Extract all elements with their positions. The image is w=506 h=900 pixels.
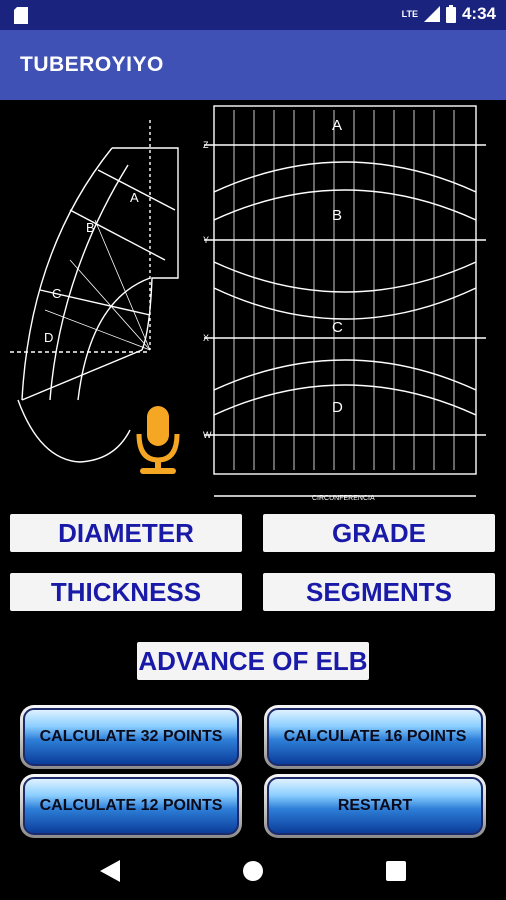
- restart-label: RESTART: [267, 777, 483, 835]
- elbow-label-c: C: [52, 286, 61, 301]
- segment-label-a: A: [332, 117, 342, 134]
- app-bar: TUBEROYIYO: [0, 30, 506, 100]
- segments-button[interactable]: SEGMENTS: [263, 573, 495, 611]
- row-label-x: X: [203, 333, 209, 343]
- clock: 4:34: [461, 4, 496, 23]
- recents-square-icon[interactable]: [386, 861, 406, 881]
- calculate-12-points-button[interactable]: CALCULATE 12 POINTS: [20, 774, 242, 838]
- calculate-12-points-label: CALCULATE 12 POINTS: [23, 777, 239, 835]
- calculate-32-points-label: CALCULATE 32 POINTS: [23, 708, 239, 766]
- row-label-w: W: [203, 430, 212, 440]
- sd-card-icon: [14, 7, 28, 24]
- elbow-label-d: D: [44, 330, 53, 345]
- elbow-label-a: A: [130, 190, 139, 205]
- status-bar: LTE 4:34: [0, 0, 506, 30]
- back-triangle-icon[interactable]: [100, 860, 120, 882]
- elbow-label-b: B: [86, 220, 95, 235]
- navigation-bar: [0, 838, 506, 900]
- calculate-16-points-button[interactable]: CALCULATE 16 POINTS: [264, 705, 486, 769]
- row-label-y: Y: [203, 235, 209, 245]
- advance-of-elbow-button[interactable]: ADVANCE OF ELB: [137, 642, 369, 680]
- elbow-drawing: A B C D A B C D Z Y X W CIRCUNFERENCIA: [10, 105, 486, 502]
- microphone-icon[interactable]: [136, 406, 180, 474]
- segment-label-b: B: [332, 207, 342, 224]
- diameter-button[interactable]: DIAMETER: [10, 514, 242, 552]
- grade-button[interactable]: GRADE: [263, 514, 495, 552]
- calculate-32-points-button[interactable]: CALCULATE 32 POINTS: [20, 705, 242, 769]
- row-label-z: Z: [203, 140, 209, 150]
- battery-icon: [445, 5, 456, 23]
- calculate-16-points-label: CALCULATE 16 POINTS: [267, 708, 483, 766]
- home-circle-icon[interactable]: [242, 860, 264, 882]
- thickness-button[interactable]: THICKNESS: [10, 573, 242, 611]
- restart-button[interactable]: RESTART: [264, 774, 486, 838]
- segment-label-d: D: [332, 399, 343, 416]
- network-label: LTE: [401, 9, 418, 19]
- circumference-label: CIRCUNFERENCIA: [312, 495, 375, 502]
- segment-label-c: C: [332, 319, 343, 336]
- signal-icon: [423, 6, 440, 22]
- app-title: TUBEROYIYO: [20, 53, 164, 76]
